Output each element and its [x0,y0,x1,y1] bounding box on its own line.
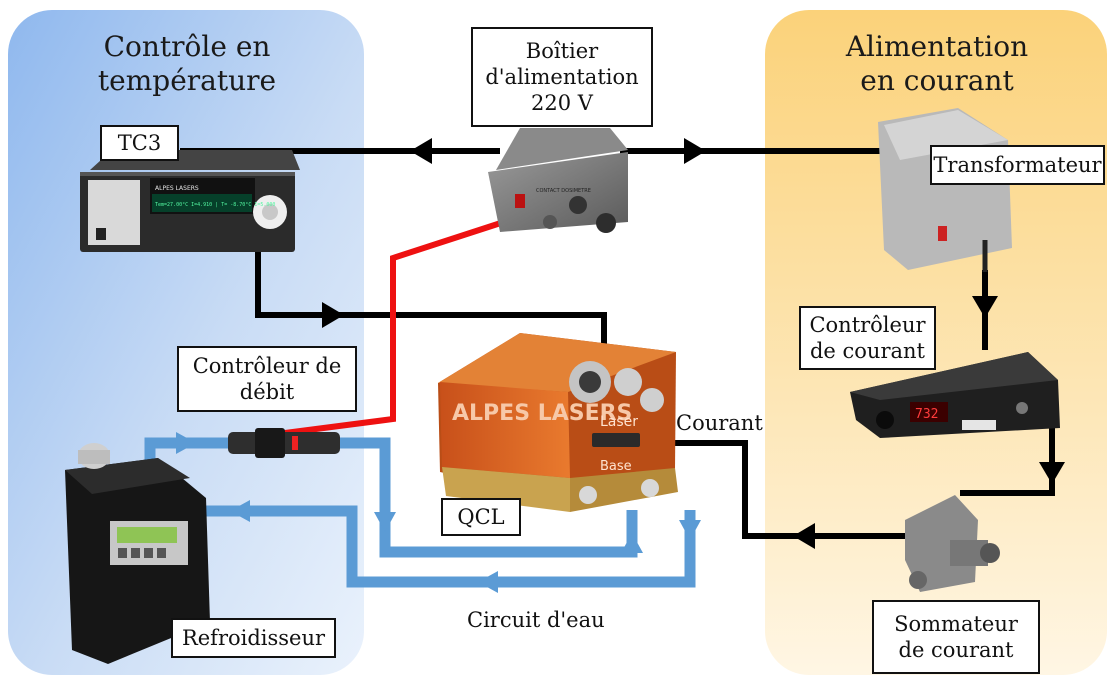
signal-arrows [322,138,1065,549]
tc3-brand: ALPES LASERS [155,185,199,192]
qcl-device [438,333,678,512]
current-summer-label: Sommateur de courant [872,600,1040,674]
current-label: Courant [676,411,763,435]
chiller-label: Refroidisseur [171,618,336,658]
qcl-brand: ALPES LASERS [452,401,632,426]
current-summer-device [905,495,1000,592]
flow-controller-device [228,428,340,458]
tc3-device [80,150,300,252]
tc3-display: Tem=27.00°C I=4.910 | T= -8.70°C I=5.000 [155,202,275,208]
qcl-laser-label: Laser [600,414,638,430]
qcl-label: QCL [441,498,521,536]
water-arrows [176,432,701,593]
qcl-base-label: Base [600,459,632,474]
tc3-label: TC3 [100,125,179,161]
transformer-label: Transformateur [930,145,1105,185]
red-cable [284,203,554,436]
power-box-text: CONTACT DOSIMETRE [536,188,591,194]
power-zone-title: Alimentation en courant [845,30,1029,97]
power-box-label: Boîtier d'alimentation 220 V [471,27,653,127]
water-circuit-label: Circuit d'eau [467,608,605,632]
power-box-device [488,128,628,233]
temperature-zone-title: Contrôle en température [97,30,277,97]
current-controller-label: Contrôleur de courant [799,306,936,370]
current-controller-device [850,352,1060,438]
transformer-device [878,108,1012,272]
current-display: 732 [915,407,938,422]
flow-controller-label: Contrôleur de débit [177,346,357,412]
chiller-device [65,443,210,664]
